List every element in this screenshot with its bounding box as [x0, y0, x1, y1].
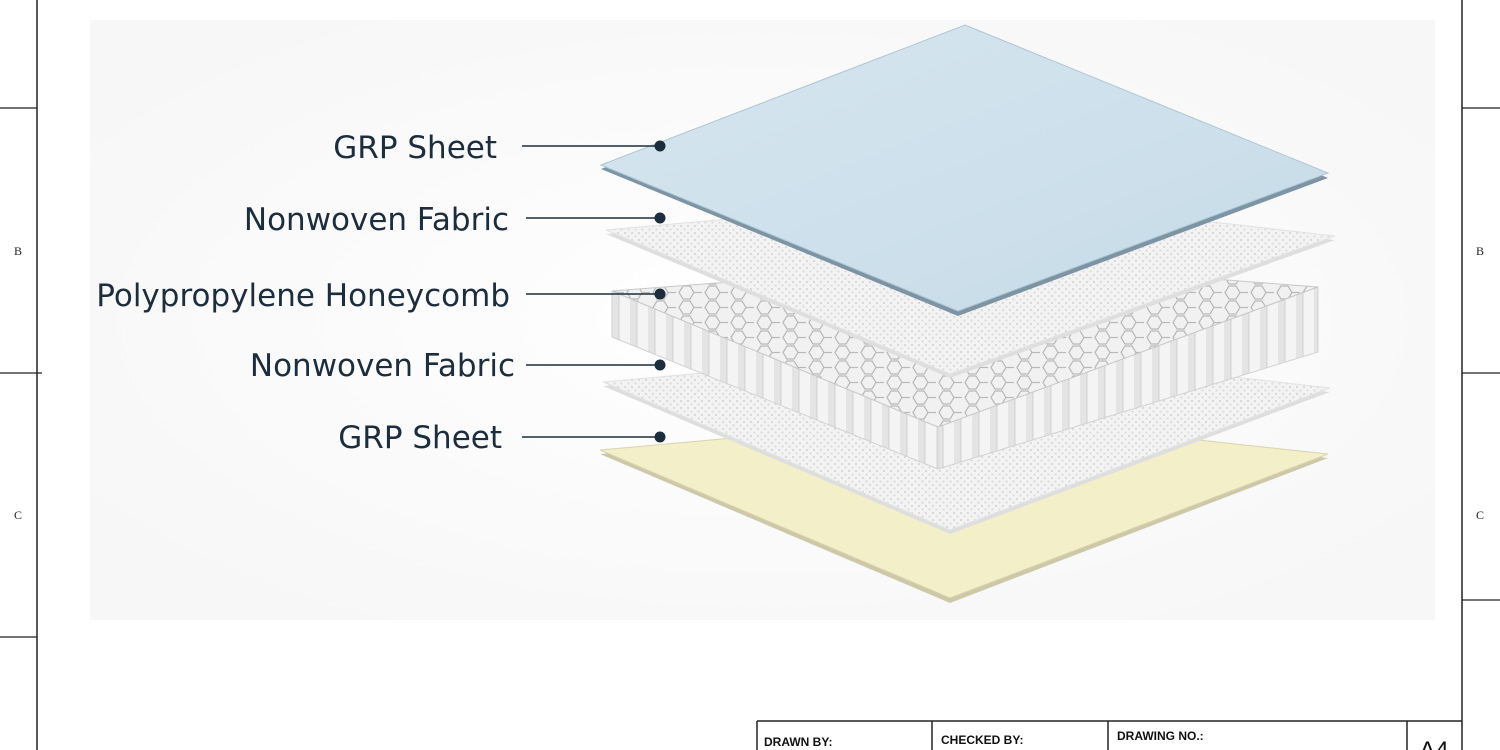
label-bottom-grp-sheet: GRP Sheet	[338, 420, 502, 456]
zone-letter-right-c: C	[1476, 508, 1484, 522]
zone-letter-right-b: B	[1476, 244, 1484, 258]
zone-letter-left-c: C	[14, 508, 22, 522]
zone-letter-left-b: B	[14, 244, 22, 258]
label-polypropylene-honeycomb: Polypropylene Honeycomb	[96, 278, 510, 314]
title-block	[756, 720, 1462, 750]
label-top-grp-sheet: GRP Sheet	[333, 130, 497, 166]
top-grp-sheet	[599, 24, 1330, 316]
label-upper-nonwoven-fabric: Nonwoven Fabric	[244, 202, 509, 238]
label-lower-nonwoven-fabric: Nonwoven Fabric	[250, 348, 515, 384]
drawing-no-label: DRAWING NO.:	[1117, 729, 1204, 743]
leader-lines	[522, 140, 666, 443]
checked-by-label: CHECKED BY:	[941, 733, 1023, 747]
drawn-by-label: DRAWN BY:	[764, 735, 832, 749]
sheet-size-label: A4	[1419, 737, 1448, 750]
